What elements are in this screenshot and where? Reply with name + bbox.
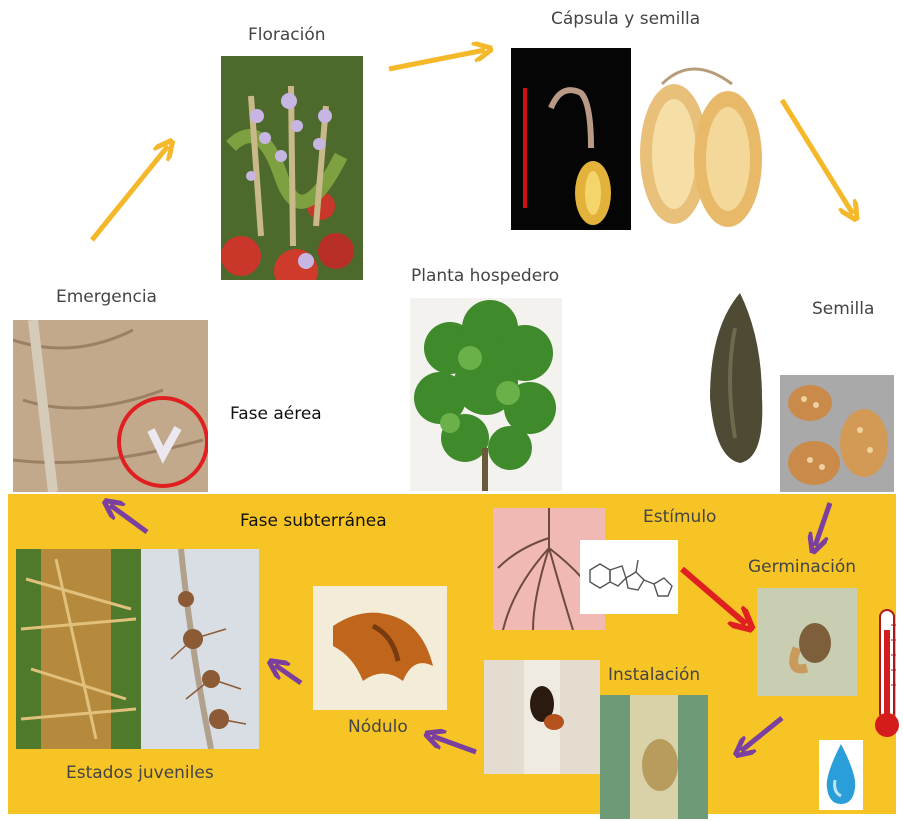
label-estados-juveniles: Estados juveniles [66,763,214,783]
arrow-stimulus [682,569,746,624]
arrow-flowering-to-capsule [389,50,485,69]
arrow-juvenile-to-emergence [110,505,147,532]
label-instalacion: Instalación [608,665,700,685]
arrow-nodule-to-juvenile [275,665,301,683]
label-fase-subterranea: Fase subterránea [240,511,387,531]
arrow-emergence-to-flowering [92,146,168,240]
label-emergencia: Emergencia [56,287,157,307]
label-germinacion: Germinación [748,557,856,577]
arrow-seed-to-germination [815,503,830,546]
arrow-attachment-to-nodule [432,736,476,752]
label-planta-hospedero: Planta hospedero [411,266,559,286]
arrow-germination-to-attachment [741,718,782,751]
label-estimulo: Estímulo [643,507,716,527]
label-fase-aerea: Fase aérea [230,404,322,424]
label-capsula-semilla: Cápsula y semilla [551,9,700,29]
label-nodulo: Nódulo [348,717,408,737]
label-floracion: Floración [248,25,326,45]
arrow-capsule-to-seed [782,100,853,214]
label-semilla: Semilla [812,299,874,319]
